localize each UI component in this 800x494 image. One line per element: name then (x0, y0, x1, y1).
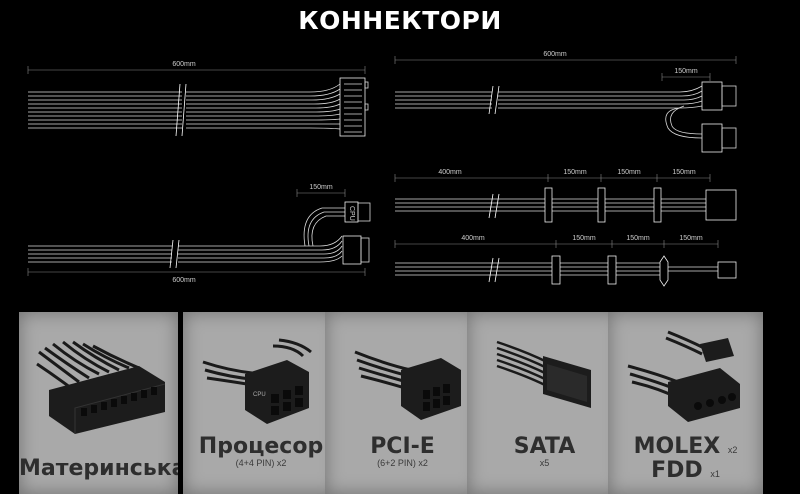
dim-cpu-branch: 150mm (309, 184, 333, 191)
card-cpu[interactable]: CPU Процесор (4+4 PIN) x2 (183, 312, 339, 494)
card-sata[interactable]: SATA x5 (467, 312, 622, 494)
card-title: MOLEX x2 (633, 434, 738, 459)
card-pcie[interactable]: PCI-E (6+2 PIN) x2 (325, 312, 480, 494)
dim-molex-seg3: 150mm (679, 235, 703, 242)
card-subtitle: x5 (539, 458, 550, 468)
card-count-secondary: x1 (710, 469, 720, 479)
pcie-cable (395, 81, 737, 153)
card-molex-fdd[interactable]: MOLEX x2 FDD x1 (608, 312, 763, 494)
molex-connector-image (627, 330, 740, 422)
dim-sata-seg1: 150mm (563, 169, 587, 176)
card-subtitle: (4+4 PIN) x2 (235, 458, 287, 468)
sata-cable (395, 187, 737, 223)
dim-pcie-branch: 150mm (674, 68, 698, 75)
page-title: КОННЕКТОРИ (298, 6, 502, 35)
cpu-connector-image: CPU (202, 338, 312, 424)
card-count: x2 (727, 445, 738, 455)
motherboard-cable (28, 77, 369, 137)
card-title: PCI-E (370, 434, 435, 459)
dim-sata-seg3: 150mm (672, 169, 696, 176)
card-title-secondary: FDD x1 (651, 458, 720, 483)
card-subtitle: (6+2 PIN) x2 (377, 458, 428, 468)
card-title: Материнська (19, 456, 178, 481)
dim-molex-seg2: 150mm (626, 235, 650, 242)
dim-sata-first: 400mm (438, 169, 462, 176)
card-title: Процесор (198, 434, 324, 459)
cpu-print: CPU (253, 392, 266, 398)
cable-diagram: CPU 600mm 600mm 150mm 600mm 150mm 400mm … (27, 51, 737, 287)
card-title: SATA (513, 434, 576, 459)
dim-main-bottom: 600mm (172, 277, 196, 284)
cpu-plug-label: CPU (348, 206, 355, 221)
dim-molex-first: 400mm (461, 235, 485, 242)
dim-molex-seg1: 150mm (572, 235, 596, 242)
dim-sata-seg2: 150mm (617, 169, 641, 176)
molex-cable (395, 255, 737, 287)
dim-main-top: 600mm (172, 61, 196, 68)
sata-connector-image (496, 340, 591, 408)
pcie-connector-image (354, 350, 461, 420)
card-motherboard[interactable]: Материнська (19, 312, 178, 494)
dim-pcie-total: 600mm (543, 51, 567, 58)
motherboard-connector-image (36, 340, 166, 434)
cpu-cable (28, 201, 371, 269)
